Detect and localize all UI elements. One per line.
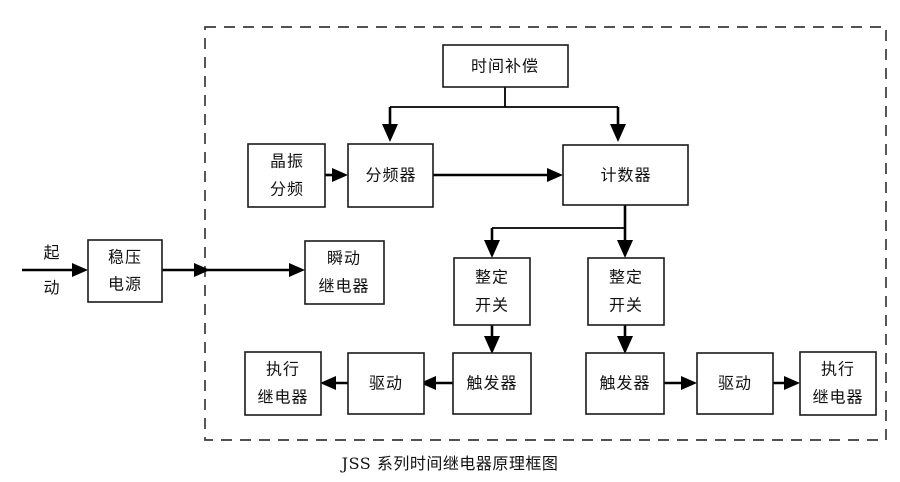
box-label-execution-relay-right-line1: 执行: [821, 360, 855, 379]
box-regulated-power-supply[interactable]: 稳压 电源: [87, 239, 163, 303]
diagram-caption: JSS 系列时间继电器原理框图: [341, 454, 559, 473]
box-label-instantaneous-relay-line1: 瞬动: [327, 249, 361, 268]
box-label-execution-relay-right-line2: 继电器: [812, 388, 863, 407]
box-execution-relay-left[interactable]: 执行 继电器: [244, 351, 322, 416]
box-label-regulated-power-supply-line1: 稳压: [108, 248, 142, 267]
box-drive-left[interactable]: 驱动: [347, 352, 425, 415]
box-label-setting-switch-right-line1: 整定: [609, 268, 643, 287]
wire-counter-to-setting-switches: [484, 205, 633, 258]
box-execution-relay-right[interactable]: 执行 继电器: [799, 351, 877, 416]
box-label-execution-relay-left-line2: 继电器: [257, 388, 308, 407]
box-label-crystal-divider-line1: 晶振: [270, 152, 304, 171]
box-setting-switch-right[interactable]: 整定 开关: [587, 257, 665, 326]
box-label-setting-switch-left-line1: 整定: [475, 268, 509, 287]
wire-drive-right-to-relay-right: [772, 376, 800, 390]
wire-setting-right-to-trigger-right: [617, 325, 633, 354]
box-trigger-right[interactable]: 触发器: [585, 352, 665, 415]
dashed-enclosure-frame: [204, 26, 887, 441]
box-crystal-divider[interactable]: 晶振 分频: [247, 143, 326, 208]
wire-trigger-left-to-drive-left: [420, 376, 453, 390]
box-label-regulated-power-supply-line2: 电源: [108, 275, 142, 294]
label-start-signal: 起 动: [43, 243, 60, 297]
wire-trigger-right-to-drive-right: [663, 376, 697, 390]
wire-start-to-power: [22, 263, 88, 277]
box-label-counter: 计数器: [600, 166, 651, 185]
box-label-execution-relay-left-line1: 执行: [266, 360, 300, 379]
box-drive-right[interactable]: 驱动: [696, 352, 774, 415]
label-start-signal-line2: 动: [43, 278, 60, 297]
wire-setting-left-to-trigger-left: [484, 325, 500, 354]
box-frequency-divider[interactable]: 分频器: [347, 143, 434, 208]
box-label-trigger-left: 触发器: [466, 374, 517, 393]
box-label-drive-left: 驱动: [369, 374, 403, 393]
box-label-setting-switch-right-line2: 开关: [609, 296, 643, 315]
wire-drive-left-to-relay-left: [320, 376, 348, 390]
box-trigger-left[interactable]: 触发器: [452, 352, 532, 415]
wire-power-to-instantaneous-relay: [162, 263, 305, 277]
box-label-instantaneous-relay-line2: 继电器: [318, 277, 369, 296]
box-counter[interactable]: 计数器: [562, 144, 689, 206]
box-label-crystal-divider-line2: 分频: [270, 180, 304, 199]
label-start-signal-line1: 起: [43, 243, 60, 262]
box-label-setting-switch-left-line2: 开关: [475, 296, 509, 315]
wire-divider-to-counter: [433, 168, 563, 182]
wire-time-compensation-fanout: [382, 87, 626, 142]
box-label-trigger-right: 触发器: [599, 374, 650, 393]
box-time-compensation[interactable]: 时间补偿: [442, 44, 569, 88]
box-setting-switch-left[interactable]: 整定 开关: [453, 257, 531, 326]
box-label-time-compensation: 时间补偿: [471, 57, 539, 76]
wire-crystal-to-divider: [325, 168, 348, 182]
box-label-drive-right: 驱动: [718, 374, 752, 393]
box-label-frequency-divider: 分频器: [365, 166, 416, 185]
box-instantaneous-relay[interactable]: 瞬动 继电器: [304, 240, 385, 305]
